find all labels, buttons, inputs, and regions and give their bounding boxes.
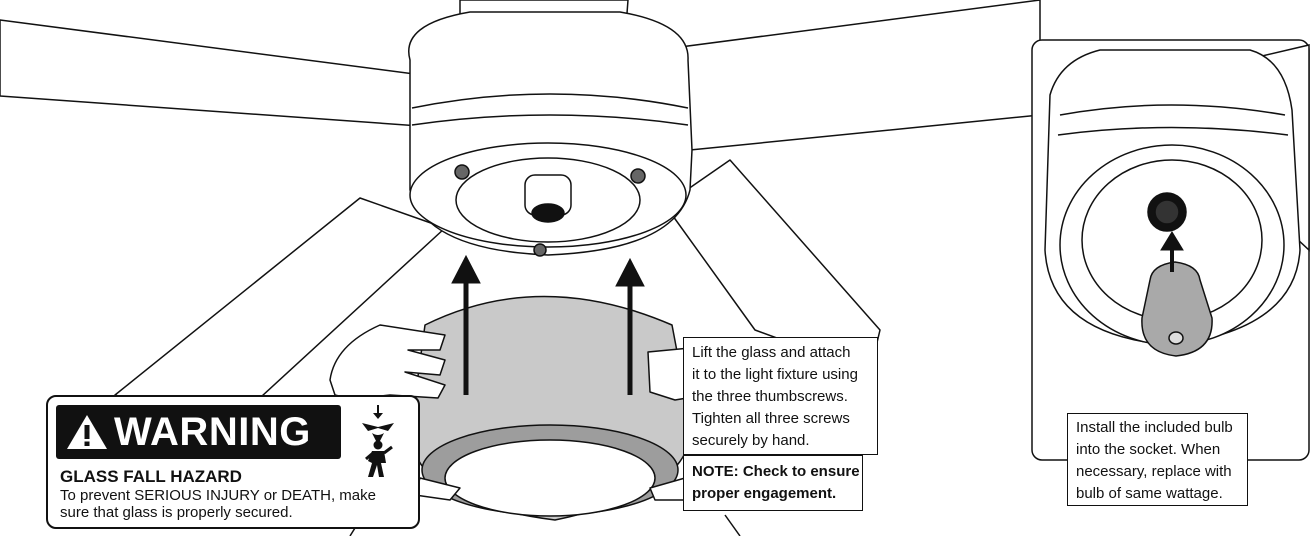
inset-ring-upper [1059, 104, 1286, 116]
light-bulb-tip [1168, 331, 1184, 345]
inset-ring-lower [1057, 126, 1289, 136]
thumbscrew-left [454, 164, 470, 180]
callout-line: the three thumbscrews. [692, 388, 848, 405]
hazard-title: GLASS FALL HAZARD [60, 467, 242, 486]
bulb-callout-line: into the socket. When [1076, 441, 1221, 458]
hazard-mid: or [259, 487, 282, 504]
callout-line: securely by hand. [692, 432, 810, 449]
hazard-line-1: To prevent SERIOUS INJURY or DEATH, make [60, 487, 376, 504]
callout-line: it to the light fixture using [692, 366, 858, 383]
bulb-callout-line: Install the included bulb [1076, 419, 1233, 436]
warning-triangle-icon [67, 415, 107, 449]
warning-title: WARNING [114, 410, 311, 454]
hazard-line-2: sure that glass is properly secured. [60, 504, 293, 521]
thumbscrew-bottom [533, 243, 547, 257]
engagement-note-callout: NOTE: Check to ensure proper engagement. [683, 455, 863, 511]
callout-line: Lift the glass and attach [692, 344, 851, 361]
hazard-emphasis-injury: SERIOUS INJURY [134, 487, 260, 504]
left-hand [329, 324, 446, 399]
lift-arrow-left-head [451, 254, 481, 284]
socket-opening [531, 203, 565, 223]
hazard-description: To prevent SERIOUS INJURY or DEATH, make… [60, 487, 376, 521]
note-line: proper engagement. [692, 485, 837, 502]
arm-line-right [724, 514, 741, 536]
lift-arrow-right-head [615, 257, 645, 287]
inset-socket-core [1154, 199, 1180, 225]
warning-panel: WARNING GLASS FALL HAZARD To prevent SER… [46, 395, 420, 529]
callout-line: Tighten all three screws [692, 410, 850, 427]
bulb-install-callout: Install the included bulb into the socke… [1067, 413, 1248, 506]
bulb-callout-line: necessary, replace with [1076, 463, 1232, 480]
insert-arrow-head [1160, 231, 1184, 251]
fan-blade-right [641, 0, 1041, 151]
falling-glass-person-icon [362, 405, 394, 477]
hazard-suffix: , make [330, 487, 376, 504]
hazard-prefix: To prevent [60, 487, 135, 504]
motor-ring-lower [411, 114, 689, 126]
warning-header: WARNING [56, 405, 341, 459]
thumbscrew-right [630, 168, 646, 184]
note-line: NOTE: Check to ensure [692, 463, 860, 480]
bulb-callout-line: bulb of same wattage. [1076, 485, 1223, 502]
light-bulb [1141, 261, 1213, 357]
glass-opening [444, 439, 656, 517]
lift-glass-callout: Lift the glass and attach it to the ligh… [683, 337, 878, 455]
motor-ring [411, 93, 689, 109]
fan-blade-left [0, 19, 449, 129]
hazard-emphasis-death: DEATH [281, 487, 331, 504]
